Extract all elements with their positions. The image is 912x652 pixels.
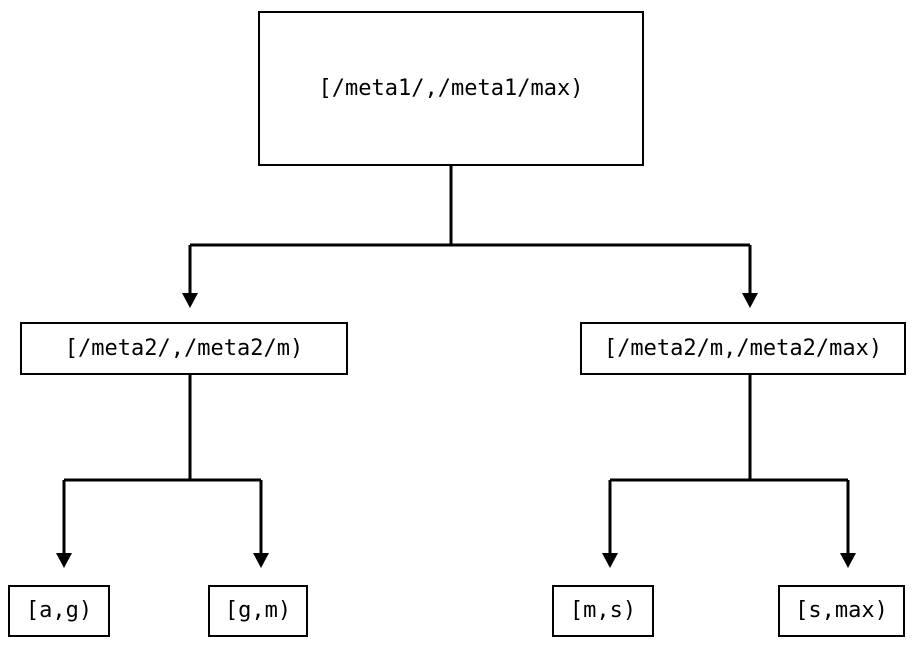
arrowhead-to-leaf-ms <box>602 553 618 568</box>
arrowhead-to-leaf-ag <box>56 553 72 568</box>
node-mid-right[interactable]: [/meta2/m,/meta2/max) <box>580 322 906 375</box>
node-leaf-g-m-label: [g,m) <box>224 598 292 623</box>
node-leaf-g-m[interactable]: [g,m) <box>208 585 308 637</box>
node-leaf-a-g-label: [a,g) <box>25 598 93 623</box>
node-leaf-a-g[interactable]: [a,g) <box>8 585 110 637</box>
arrowhead-to-mid-right <box>742 293 758 308</box>
arrowhead-to-leaf-gm <box>253 553 269 568</box>
node-leaf-s-max[interactable]: [s,max) <box>778 585 905 637</box>
node-root-label: [/meta1/,/meta1/max) <box>318 75 584 101</box>
node-mid-left[interactable]: [/meta2/,/meta2/m) <box>20 322 348 375</box>
node-leaf-s-max-label: [s,max) <box>795 598 888 623</box>
node-leaf-m-s[interactable]: [m,s) <box>552 585 654 637</box>
node-root[interactable]: [/meta1/,/meta1/max) <box>258 11 644 166</box>
node-mid-right-label: [/meta2/m,/meta2/max) <box>603 335 883 361</box>
node-mid-left-label: [/meta2/,/meta2/m) <box>64 335 304 361</box>
arrowhead-to-leaf-smax <box>840 553 856 568</box>
node-leaf-m-s-label: [m,s) <box>569 598 637 623</box>
arrowhead-to-mid-left <box>182 293 198 308</box>
